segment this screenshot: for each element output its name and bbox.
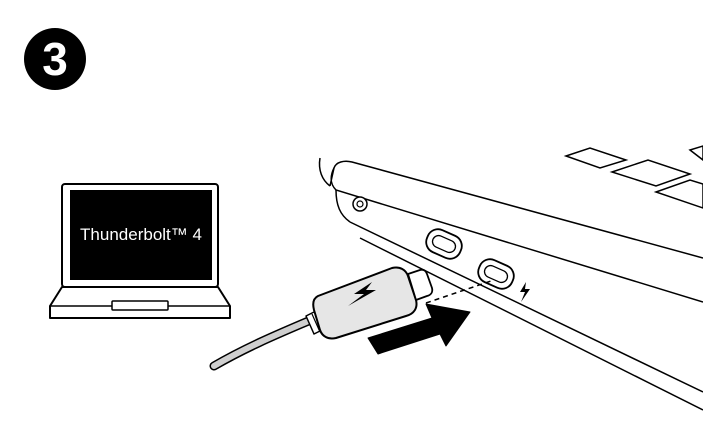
top-deck-edge	[329, 160, 703, 259]
laptop-illustration	[49, 183, 231, 319]
side-panel-bottom	[349, 221, 703, 393]
step-number-badge: 3	[24, 28, 86, 90]
laptop-touchpad	[111, 300, 169, 311]
cable-plug-connector	[407, 268, 434, 301]
insert-direction-arrow	[367, 303, 471, 355]
cable-body	[211, 313, 323, 369]
audio-jack-inner	[356, 200, 364, 208]
cable-plug-housing	[312, 266, 418, 340]
laptop-side-view	[318, 145, 703, 411]
cable-plug-bolt-icon	[348, 282, 376, 306]
side-panel-corner	[335, 189, 351, 223]
thunderbolt-port-bolt-icon	[520, 282, 530, 302]
keyboard-key	[653, 179, 703, 209]
thunderbolt-port	[477, 258, 515, 290]
laptop-screen-label: Thunderbolt™ 4	[80, 225, 202, 244]
keyboard-key	[688, 145, 703, 161]
usb-c-port	[425, 228, 463, 260]
bottom-shell-edge	[359, 237, 703, 411]
laptop-screen	[70, 190, 212, 280]
lid-edge	[318, 157, 331, 187]
keyboard-key	[609, 159, 693, 187]
keyboard-key	[563, 147, 629, 169]
alignment-dashed-line	[425, 279, 495, 304]
thunderbolt-cable	[209, 266, 434, 371]
side-panel-top	[330, 167, 703, 303]
